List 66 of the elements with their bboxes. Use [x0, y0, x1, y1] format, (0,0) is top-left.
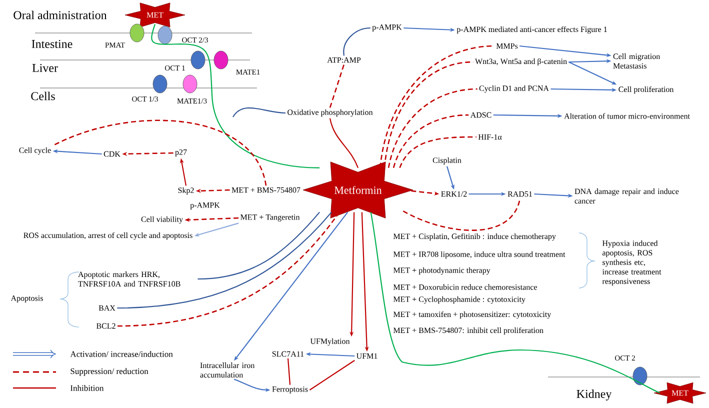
- connector-line: [399, 136, 476, 168]
- node-text: p-AMPK: [372, 24, 402, 32]
- node-text: Cyclin D1 and PCNA: [479, 85, 549, 93]
- node-text: BCL2: [96, 323, 116, 329]
- connector-line: [388, 88, 478, 168]
- label-text: MET + photodynamic therapy: [393, 267, 490, 275]
- connector-line: [117, 212, 332, 309]
- label-text: Kidney: [576, 390, 612, 400]
- node-text: MET + BMS-754807: [232, 187, 300, 193]
- node-text: Cell proliferation: [618, 86, 674, 94]
- node-text: ADSC: [470, 112, 492, 118]
- connector-line: [309, 360, 355, 390]
- connector-line: [52, 120, 267, 186]
- label-text: Intestine: [32, 40, 72, 48]
- label-text: MET + Cisplatin, Gefitinib : induce chemotherapy: [393, 233, 556, 241]
- connector-line: [343, 27, 370, 56]
- node-text: p-AMPK mediated anti-cancer effects Figure 1: [456, 26, 607, 34]
- node-text: ROS accumulation, arrest of cell cycle and apoptosis: [24, 232, 192, 240]
- connector-line: [329, 64, 345, 108]
- node-text: Skp2: [178, 187, 194, 195]
- label-text: Apoptosis: [10, 296, 43, 302]
- connector-line: [232, 107, 286, 118]
- node-text: Alteration of tumor micro-environment: [564, 113, 690, 119]
- node-text: Cisplatin: [432, 157, 462, 165]
- connector-line: [384, 61, 474, 168]
- node-text: UFMylation: [310, 338, 350, 346]
- node-text: SLC7A11: [272, 351, 304, 357]
- node-text: ATP:AMP: [327, 57, 361, 63]
- label-text: MET + Cyclophosphamide : cytotoxicity: [393, 296, 526, 304]
- node-text: Ferroptosis: [272, 386, 308, 394]
- node-text: Cell cycle: [19, 147, 51, 155]
- node-text: Wnt3a, Wnt5a and β-catenin: [475, 58, 567, 66]
- label-text: p-AMPK: [190, 202, 220, 210]
- node-text: ERK1/2: [441, 191, 467, 197]
- node-text: RAD51: [508, 191, 532, 197]
- connector-line: [329, 118, 359, 168]
- label-text: MET + Doxorubicin reduce chemoresistance: [393, 284, 537, 290]
- node-text: p27: [175, 150, 187, 156]
- node-text: Cell viability: [141, 216, 183, 224]
- node-text: Cell migration Metastasis: [613, 53, 660, 69]
- node-text: MET + Tangeretin: [240, 214, 300, 222]
- connector-line: [287, 358, 291, 385]
- label-text: Liver: [32, 64, 58, 72]
- node-text: Oxidative phosphorylation: [288, 109, 373, 117]
- label-text: Oral administration: [14, 10, 107, 20]
- legend-text: Activation/ increase/induction: [70, 351, 173, 357]
- label-text: MET + IR708 liposome, induce ultra sound treatment: [393, 251, 566, 259]
- node-text: Intracellular iron accumulation: [200, 362, 255, 378]
- node-text: UFM1: [356, 353, 378, 359]
- label-text: MET + tamoxifen + photosensitizer: cytotoxicity: [393, 311, 552, 319]
- connector-line: [402, 198, 521, 231]
- label-text: MET + BMS-754807: inhibit cell proliferation: [393, 327, 544, 335]
- node-text: Apoptotic markers HRK, TNFRSF10A and TNFRSF10B: [78, 271, 180, 287]
- connector-line: [370, 212, 660, 394]
- legend-text: Suppression/ reduction: [70, 368, 148, 376]
- connector-line: [198, 212, 320, 280]
- node-text: HIF-1α: [478, 134, 502, 140]
- node-text: CDK: [104, 151, 120, 157]
- label-text: Hypoxia induced apoptosis, ROS synthesis etc, increase treatment responsiveness: [602, 240, 662, 286]
- node-text: MMPs: [496, 43, 518, 49]
- node-text: DNA damage repair and induce cancer: [574, 188, 679, 204]
- label-text: Cells: [31, 92, 55, 100]
- connector-line: [392, 114, 469, 168]
- legend-text: Inhibition: [70, 385, 104, 391]
- connector-line: [151, 24, 320, 168]
- node-text: BAX: [98, 305, 116, 311]
